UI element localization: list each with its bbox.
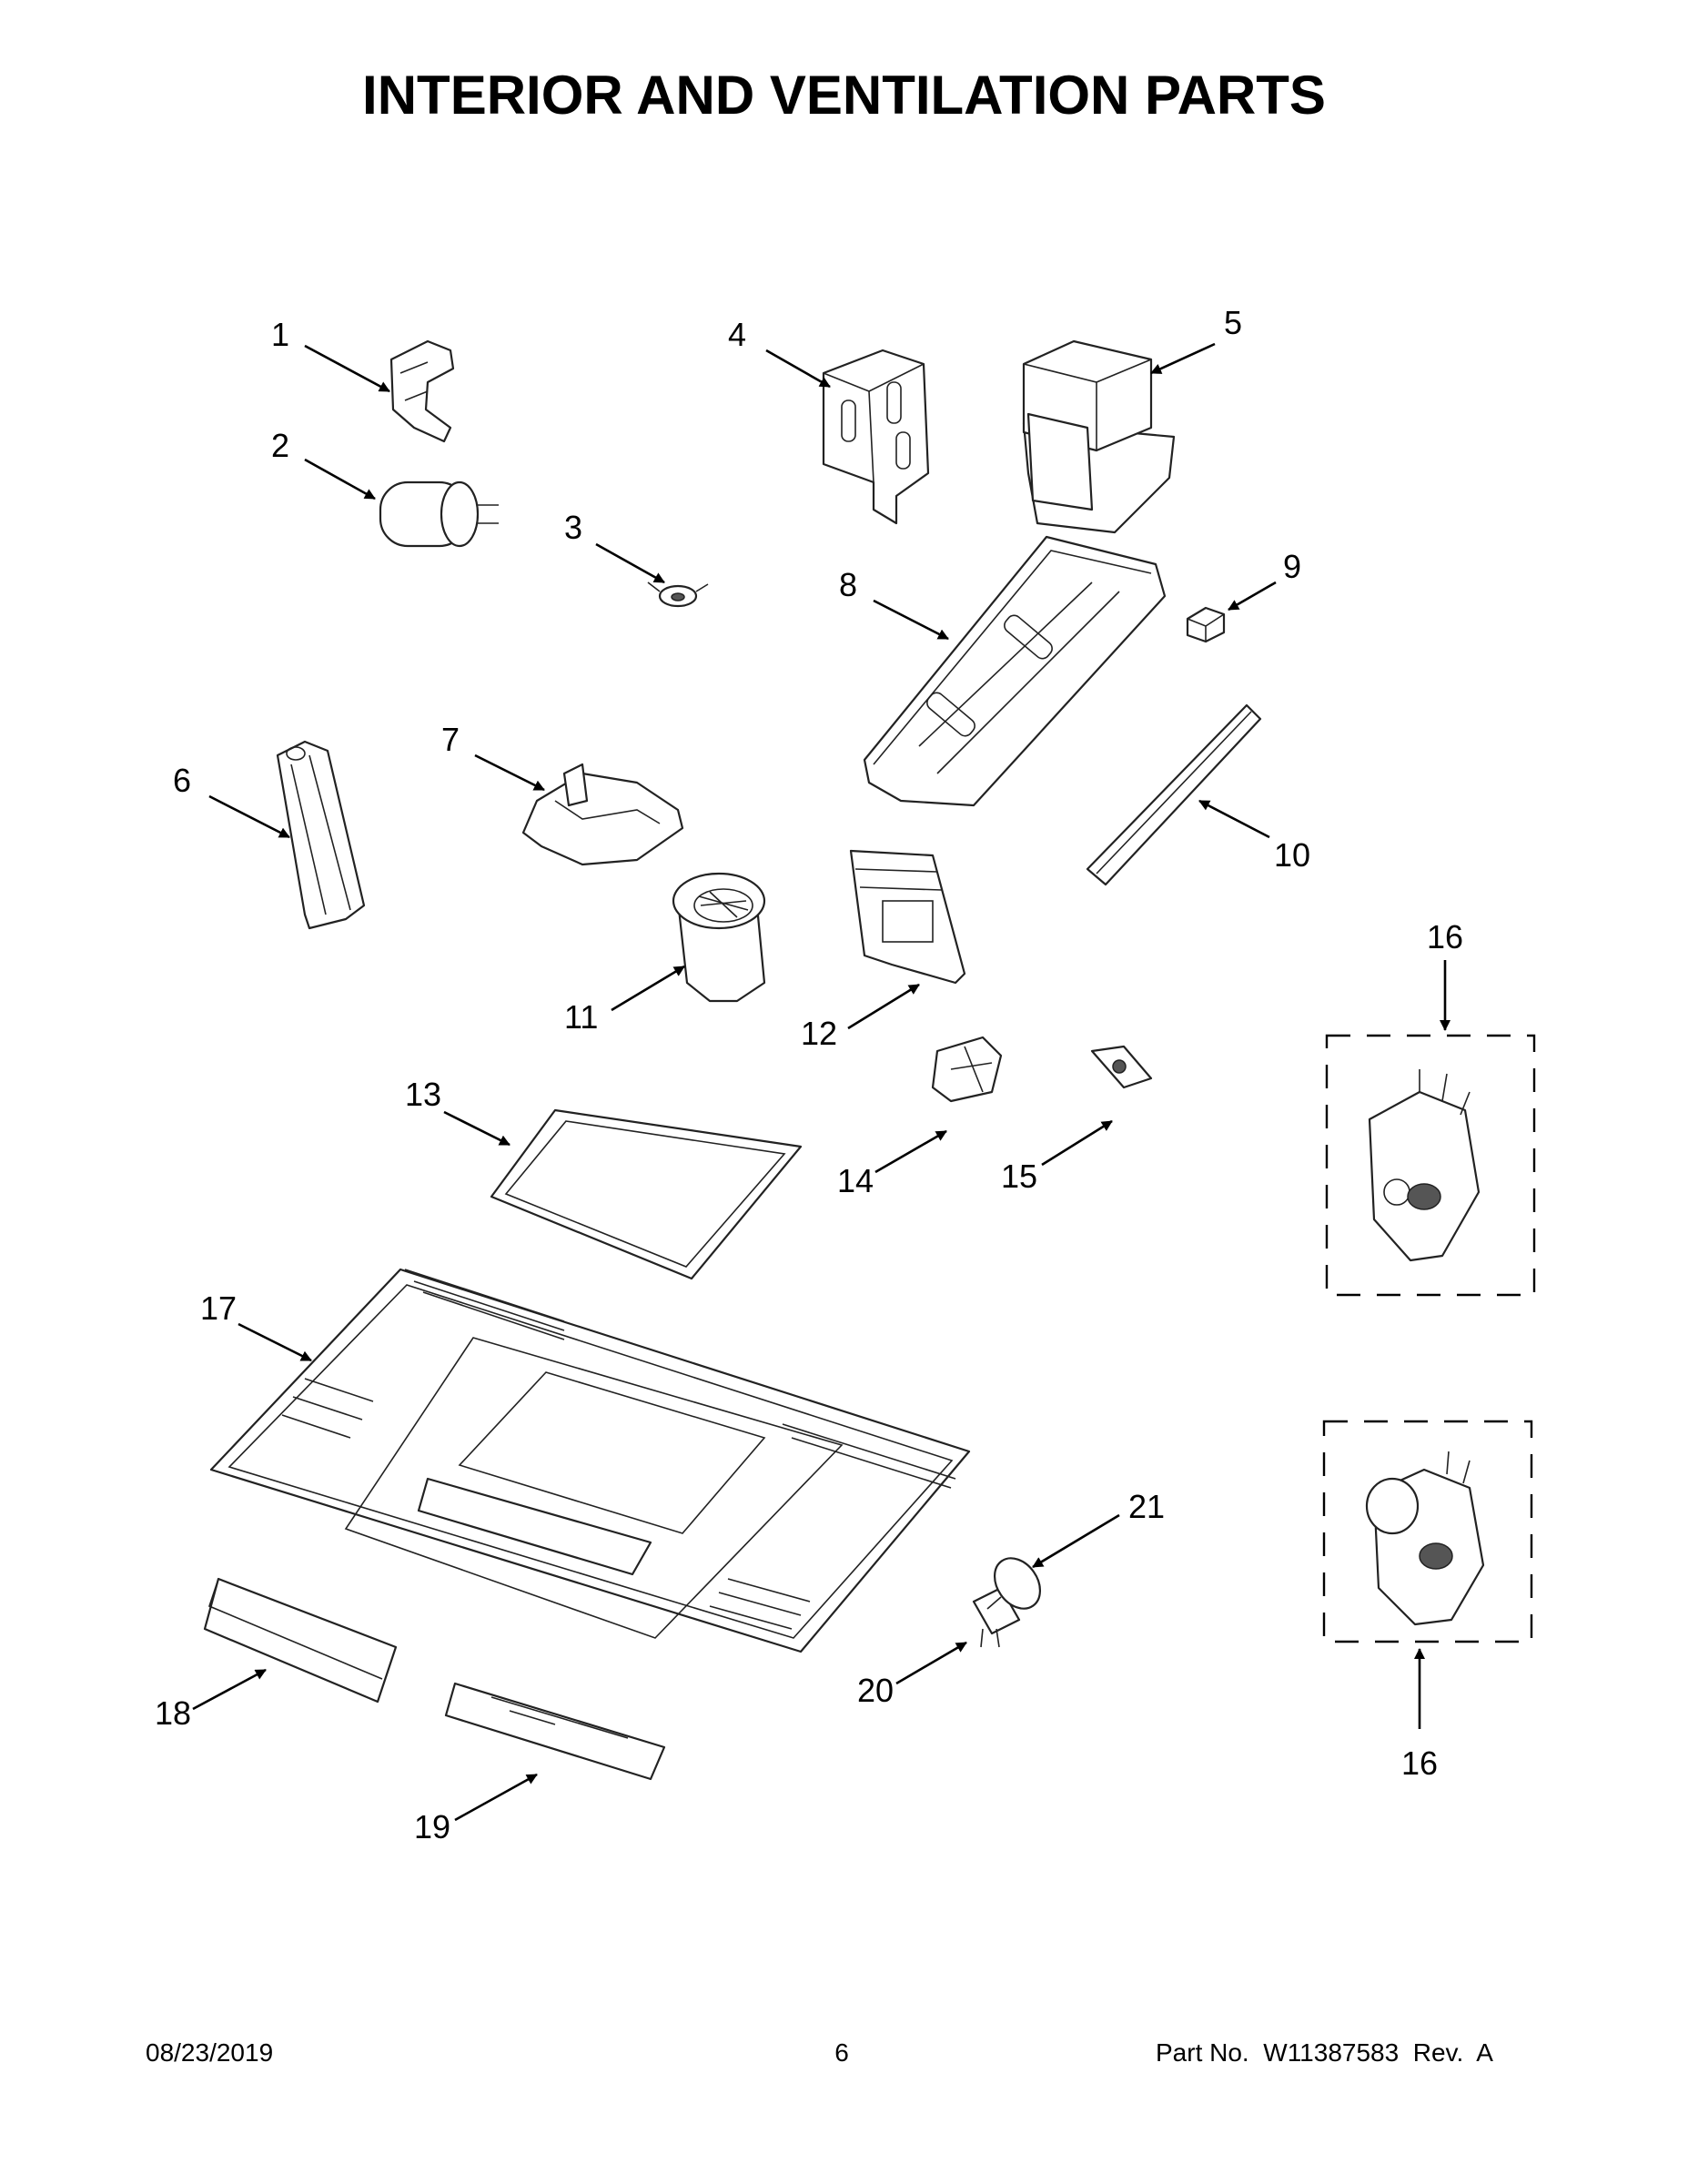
part-8-base-plate[interactable]: [863, 535, 1167, 807]
callout-16a: 16: [1427, 918, 1463, 956]
callout-14: 14: [837, 1162, 874, 1199]
part-10-rail[interactable]: [1086, 703, 1262, 886]
callout-12: 12: [801, 1015, 837, 1052]
callout-20: 20: [857, 1672, 894, 1709]
callout-2: 2: [271, 427, 289, 464]
callout-18: 18: [155, 1694, 191, 1732]
callout-17: 17: [200, 1289, 237, 1327]
part-2-capacitor[interactable]: [379, 480, 499, 548]
callout-8: 8: [839, 566, 857, 603]
callout-1: 1: [271, 316, 289, 353]
part-16-turntable-motor-bottom[interactable]: [1365, 1451, 1485, 1626]
callout-4: 4: [728, 316, 746, 353]
part-16-top-box: [1325, 1034, 1536, 1297]
footer-part-number: Part No. W11387583 Rev. A: [1156, 2038, 1493, 2067]
part-16-turntable-motor-top[interactable]: [1368, 1069, 1481, 1262]
callout-11: 11: [564, 998, 598, 1036]
part-7-vent-damper[interactable]: [521, 763, 684, 866]
callout-15: 15: [1001, 1158, 1037, 1195]
page-title: INTERIOR AND VENTILATION PARTS: [362, 65, 1326, 126]
part-13-grease-filter[interactable]: [490, 1108, 803, 1280]
callout-9: 9: [1283, 548, 1301, 585]
part-12-exhaust-plate[interactable]: [849, 849, 966, 985]
part-15-sensor[interactable]: [1090, 1045, 1153, 1089]
footer-page-number: 6: [834, 2038, 849, 2067]
part-19-lamp-bracket[interactable]: [444, 1682, 666, 1781]
callout-3: 3: [564, 509, 582, 546]
part-18-light-cover[interactable]: [203, 1577, 398, 1704]
part-4-bracket[interactable]: [822, 349, 930, 525]
part-3-thermal-fuse[interactable]: [647, 581, 709, 608]
part-11-blower-motor[interactable]: [672, 872, 766, 1003]
callout-16b: 16: [1401, 1744, 1438, 1782]
callout-5: 5: [1224, 304, 1242, 341]
callout-19: 19: [414, 1808, 450, 1845]
callout-13: 13: [405, 1076, 441, 1113]
part-14-bracket[interactable]: [931, 1036, 1003, 1103]
part-5-transformer[interactable]: [1022, 339, 1176, 534]
part-21-lamp[interactable]: [986, 1550, 1049, 1617]
callout-21: 21: [1128, 1488, 1165, 1525]
part-17-bottom-plate[interactable]: [209, 1268, 971, 1653]
footer-date: 08/23/2019: [146, 2038, 274, 2067]
callout-6: 6: [173, 762, 191, 799]
callout-7: 7: [441, 721, 460, 758]
part-9-switch[interactable]: [1186, 606, 1226, 643]
part-16-bottom-box: [1322, 1420, 1533, 1643]
part-20-lamp-socket[interactable]: [972, 1586, 1021, 1648]
part-1-capacitor-clamp[interactable]: [389, 339, 455, 443]
part-6-vertical-bracket[interactable]: [276, 740, 366, 930]
callout-10: 10: [1274, 836, 1310, 874]
